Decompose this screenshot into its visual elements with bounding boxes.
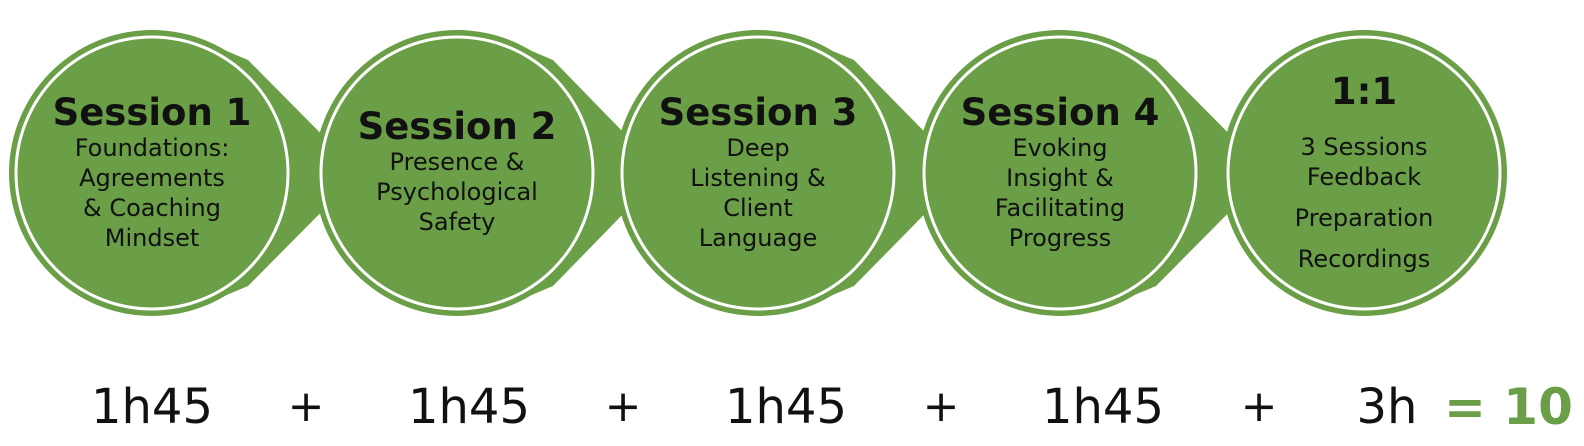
session-1-line: Agreements <box>79 164 225 192</box>
session-node-3-ring <box>620 35 896 311</box>
total-hours: = 10 <box>1444 378 1573 436</box>
session-node-4-circle <box>917 30 1203 316</box>
one-on-one-line: Recordings <box>1297 245 1431 273</box>
session-1-text: Session 1 Foundations: Agreements & Coac… <box>37 93 267 253</box>
session-node-1-circle <box>9 30 295 316</box>
session-4-line: Facilitating <box>994 194 1126 222</box>
session-node-2-circle <box>314 30 600 316</box>
session-1-line: Mindset <box>104 224 200 252</box>
one-on-one-line: Feedback <box>1306 163 1422 191</box>
duration-one-on-one: 3h <box>1356 379 1418 435</box>
one-on-one-title: 1:1 <box>1330 70 1398 113</box>
session-node-3-circle <box>615 30 901 316</box>
session-2-title: Session 2 <box>357 105 557 148</box>
session-3-line: Deep <box>726 134 790 162</box>
session-4-line: Progress <box>1008 224 1112 252</box>
session-node-1-ring <box>14 35 290 311</box>
session-2-line: Psychological <box>376 178 538 206</box>
plus-sign: + <box>1240 381 1278 432</box>
session-node-2 <box>314 30 663 316</box>
session-node-5 <box>1221 30 1507 316</box>
session-4-line: Insight & <box>1006 164 1114 192</box>
one-on-one-line: 3 Sessions <box>1300 133 1428 161</box>
plus-sign: + <box>287 381 325 432</box>
session-4-title: Session 4 <box>960 91 1160 134</box>
session-1-line: & Coaching <box>82 194 221 222</box>
duration-session-2: 1h45 <box>407 379 531 435</box>
session-3-text: Session 3 Deep Listening & Client Langua… <box>643 93 873 253</box>
session-3-line: Listening & <box>690 164 826 192</box>
duration-session-3: 1h45 <box>724 379 848 435</box>
session-3-title: Session 3 <box>658 91 858 134</box>
plus-sign: + <box>604 381 642 432</box>
session-node-4 <box>917 30 1268 316</box>
session-4-text: Session 4 Evoking Insight & Facilitating… <box>945 93 1175 253</box>
session-3-line: Client <box>723 194 793 222</box>
session-4-line: Evoking <box>1012 134 1108 162</box>
session-2-text: Session 2 Presence & Psychological Safet… <box>342 107 572 237</box>
session-2-line: Presence & <box>389 148 525 176</box>
session-node-1 <box>9 30 360 316</box>
session-1-line: Foundations: <box>74 134 230 162</box>
one-on-one-line: Preparation <box>1294 204 1434 232</box>
session-node-5-ring <box>1226 35 1502 311</box>
session-3-line: Language <box>698 224 818 252</box>
session-node-4-ring <box>922 35 1198 311</box>
duration-session-4: 1h45 <box>1041 379 1165 435</box>
session-1-title: Session 1 <box>52 91 252 134</box>
session-node-5-circle <box>1221 30 1507 316</box>
session-node-2-ring <box>319 35 595 311</box>
one-on-one-text: 1:1 3 Sessions Feedback Preparation Reco… <box>1249 72 1479 274</box>
plus-sign: + <box>922 381 960 432</box>
duration-session-1: 1h45 <box>90 379 214 435</box>
session-node-3 <box>615 30 965 316</box>
session-2-line: Safety <box>418 208 496 236</box>
duration-row: 1h45 + 1h45 + 1h45 + 1h45 + 3h = 10 <box>0 372 1584 442</box>
